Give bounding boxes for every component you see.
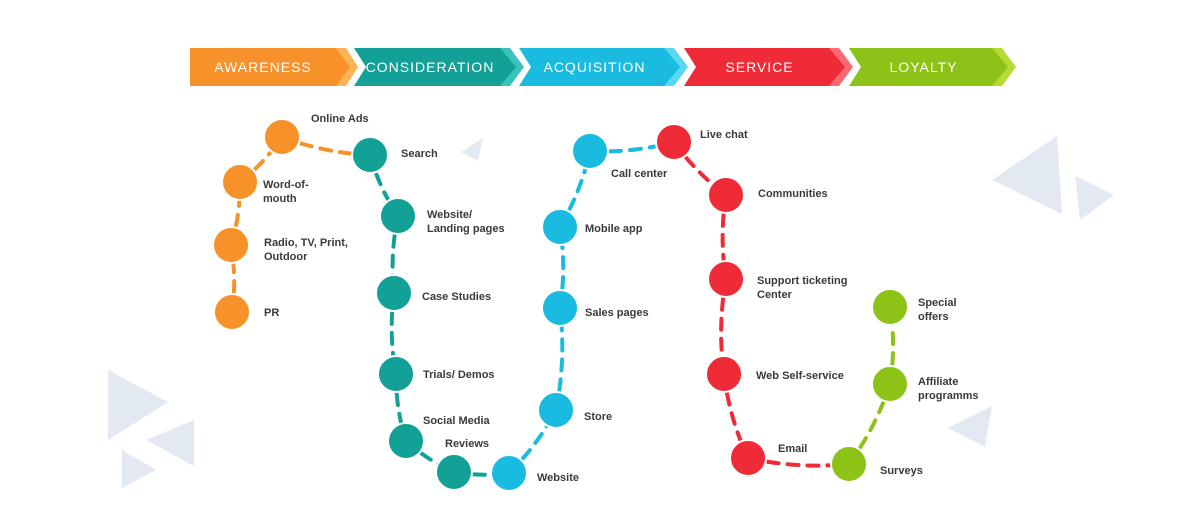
touchpoint-circle (377, 355, 415, 393)
touchpoint-label: Sales pages (585, 307, 649, 319)
touchpoint-consideration: Reviews (435, 438, 489, 491)
touchpoint-circle (213, 293, 251, 331)
touchpoint-loyalty: Surveys (830, 445, 923, 483)
touchpoint-awareness: Word-of-mouth (221, 163, 309, 205)
stage-label: SERVICE (725, 59, 793, 75)
touchpoint-label: Live chat (700, 129, 748, 141)
stage-arrow-shape (519, 48, 680, 86)
touchpoint-label: Online Ads (311, 113, 369, 125)
stage-label: CONSIDERATION (366, 59, 495, 75)
touchpoint-circle (541, 208, 579, 246)
decorative-triangle (461, 138, 483, 161)
stage-label: AWARENESS (214, 59, 311, 75)
touchpoint-service: Email (729, 439, 807, 477)
touchpoint-label: Surveys (880, 465, 923, 477)
touchpoint-acquisition: Website (490, 454, 579, 492)
stage-label: ACQUISITION (543, 59, 645, 75)
touchpoint-awareness: Online Ads (263, 113, 369, 156)
decorative-triangle (948, 406, 992, 447)
touchpoint-consideration: Search (351, 136, 438, 174)
touchpoint-circle (221, 163, 259, 201)
touchpoint-label: Call center (611, 168, 668, 180)
stage-arrow-shape (684, 48, 845, 86)
touchpoint-label: Mobile app (585, 223, 643, 235)
touchpoint-label: Website (537, 472, 579, 484)
touchpoint-circle (212, 226, 250, 264)
touchpoint-consideration: Website/Landing pages (379, 197, 505, 235)
touchpoint-circle (263, 118, 301, 156)
touchpoint-label: Store (584, 411, 612, 423)
stage-consideration: CONSIDERATION (354, 48, 524, 86)
touchpoint-label: Website/Landing pages (427, 209, 505, 235)
touchpoint-service: Web Self-service (705, 355, 844, 393)
touchpoint-consideration: Social Media (387, 415, 491, 460)
touchpoint-circle (351, 136, 389, 174)
decorative-triangle (146, 420, 194, 466)
stage-arrow-shape (190, 48, 350, 86)
touchpoint-label: Reviews (445, 438, 489, 450)
touchpoint-service: Live chat (655, 123, 748, 161)
touchpoint-circle (830, 445, 868, 483)
touchpoint-label: Social Media (423, 415, 491, 427)
decorative-triangle (122, 450, 156, 488)
stage-label: LOYALTY (890, 59, 958, 75)
touchpoint-label: Search (401, 148, 438, 160)
stage-banner: AWARENESS CONSIDERATION ACQUISITION SERVICE… (190, 48, 1016, 86)
touchpoint-circle (571, 132, 609, 170)
touchpoint-acquisition: Store (537, 391, 612, 429)
touchpoint-label: Case Studies (422, 291, 491, 303)
stage-acquisition: ACQUISITION (519, 48, 688, 86)
touchpoint-circle (379, 197, 417, 235)
touchpoint-awareness: Radio, TV, Print,Outdoor (212, 226, 348, 264)
decorative-triangle (1075, 176, 1114, 220)
stage-service: SERVICE (684, 48, 853, 86)
decorative-triangle (108, 370, 168, 440)
touchpoint-circle (707, 260, 745, 298)
stage-arrow-shape (849, 48, 1008, 86)
touchpoint-consideration: Trials/ Demos (377, 355, 495, 393)
stage-awareness: AWARENESS (190, 48, 358, 86)
touchpoint-acquisition: Sales pages (541, 289, 649, 327)
touchpoint-circle (537, 391, 575, 429)
touchpoint-circle (541, 289, 579, 327)
touchpoint-circle (435, 453, 473, 491)
background-decoration (108, 136, 1114, 488)
touchpoint-label: Communities (758, 188, 828, 200)
touchpoint-acquisition: Mobile app (541, 208, 643, 246)
touchpoint-circle (729, 439, 767, 477)
touchpoint-service: Communities (707, 176, 828, 214)
touchpoint-circle (705, 355, 743, 393)
touchpoint-label: Trials/ Demos (423, 369, 495, 381)
touchpoint-label: Email (778, 443, 807, 455)
touchpoint-circle (387, 422, 425, 460)
touchpoint-label: Word-of-mouth (263, 179, 309, 205)
touchpoint-circle (707, 176, 745, 214)
touchpoint-circle (871, 365, 909, 403)
touchpoint-label: PR (264, 307, 279, 319)
touchpoint-circle (655, 123, 693, 161)
touchpoint-acquisition: Call center (571, 132, 668, 180)
touchpoint-consideration: Case Studies (375, 274, 491, 312)
touchpoint-awareness: PR (213, 293, 279, 331)
touchpoint-label: Radio, TV, Print,Outdoor (264, 237, 348, 263)
touchpoint-label: Web Self-service (756, 370, 844, 382)
stage-arrow-shape (354, 48, 516, 86)
touchpoint-nodes: PR Radio, TV, Print,Outdoor Word-of-mouth O… (212, 113, 979, 492)
touchpoint-circle (871, 288, 909, 326)
touchpoint-circle (375, 274, 413, 312)
decorative-triangle (992, 136, 1062, 214)
touchpoint-circle (490, 454, 528, 492)
stage-loyalty: LOYALTY (849, 48, 1016, 86)
